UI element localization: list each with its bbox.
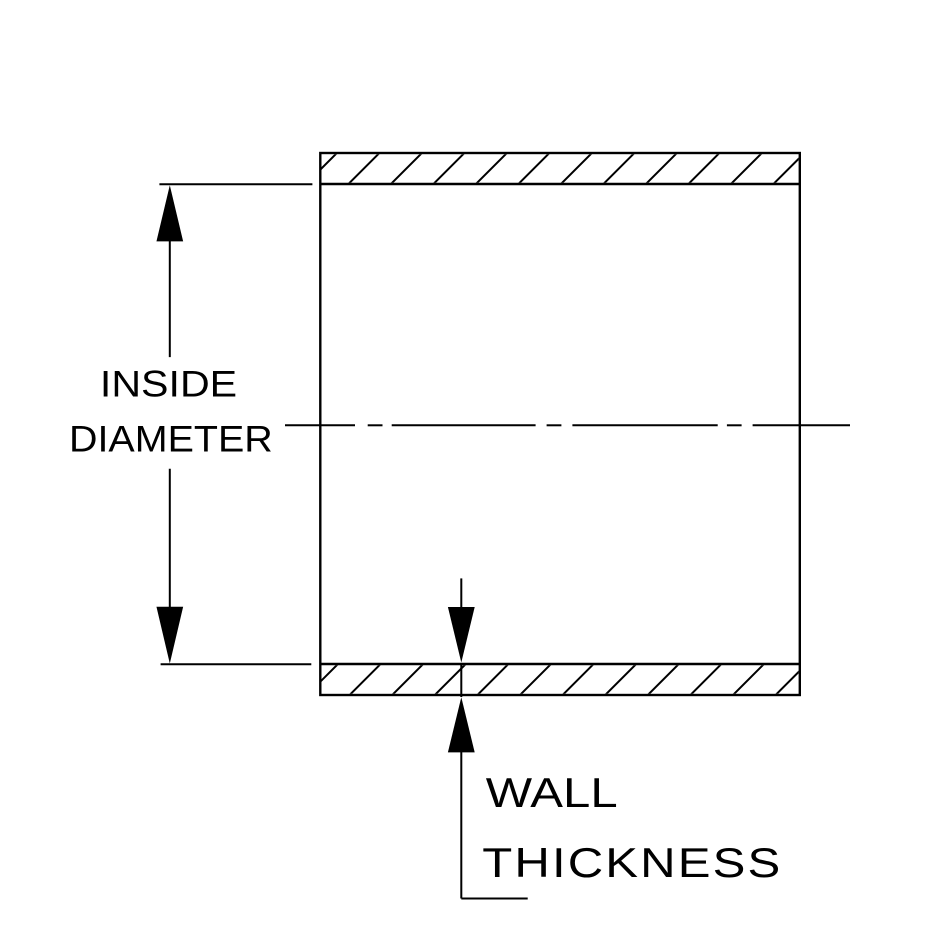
svg-text:DIAMETER: DIAMETER	[69, 419, 273, 461]
svg-text:INSIDE: INSIDE	[100, 364, 237, 405]
svg-text:THICKNESS: THICKNESS	[482, 839, 782, 886]
svg-text:WALL: WALL	[486, 769, 618, 816]
